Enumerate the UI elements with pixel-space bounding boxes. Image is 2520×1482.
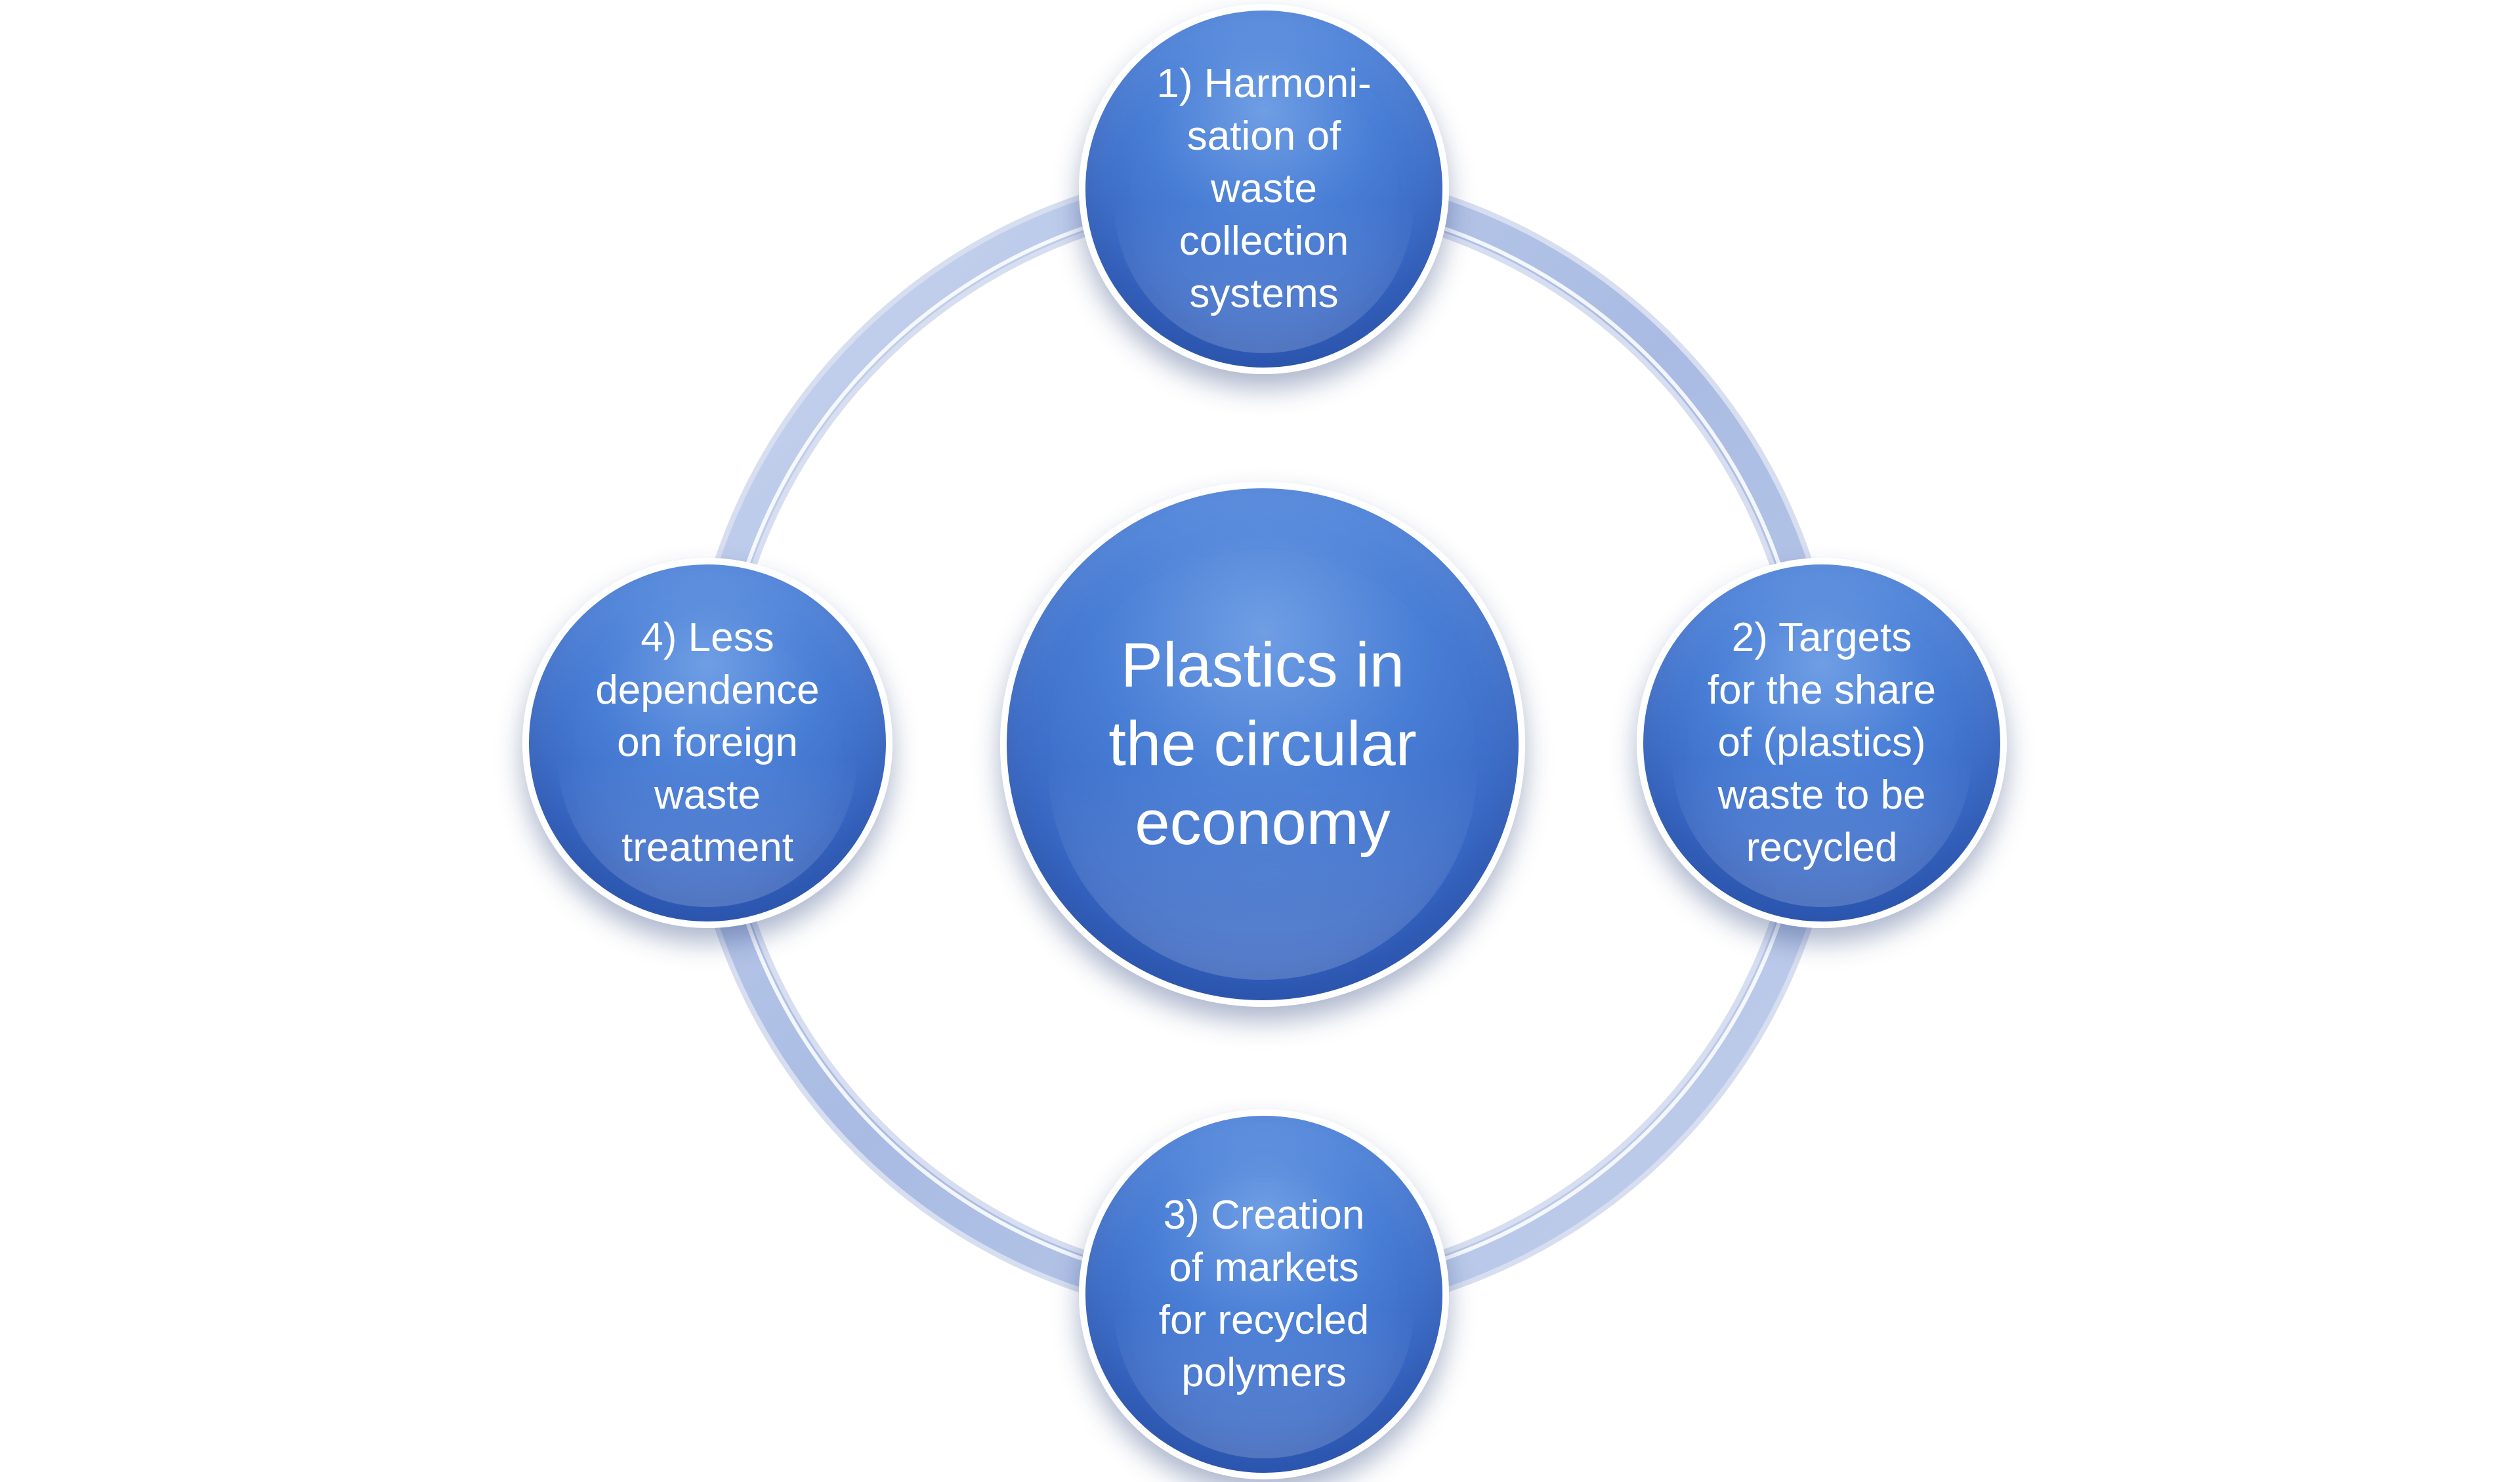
node-markets-label: 3) Creation of markets for recycled poly… xyxy=(1158,1193,1370,1395)
node-harmonisation: 1) Harmoni- sation of waste collection s… xyxy=(1079,4,1449,374)
node-targets-label: 2) Targets for the share of (plastics) w… xyxy=(1707,615,1937,870)
node-markets: 3) Creation of markets for recycled poly… xyxy=(1079,1109,1449,1479)
node-foreign-treatment-label: 4) Less dependence on foreign waste trea… xyxy=(595,615,820,870)
node-harmonisation-label: 1) Harmoni- sation of waste collection s… xyxy=(1156,61,1372,316)
node-targets: 2) Targets for the share of (plastics) w… xyxy=(1637,558,2007,928)
node-foreign-treatment: 4) Less dependence on foreign waste trea… xyxy=(522,558,892,928)
center-node: Plastics in the circular economy xyxy=(1000,482,1525,1007)
center-node-label: Plastics in the circular economy xyxy=(1108,630,1417,858)
